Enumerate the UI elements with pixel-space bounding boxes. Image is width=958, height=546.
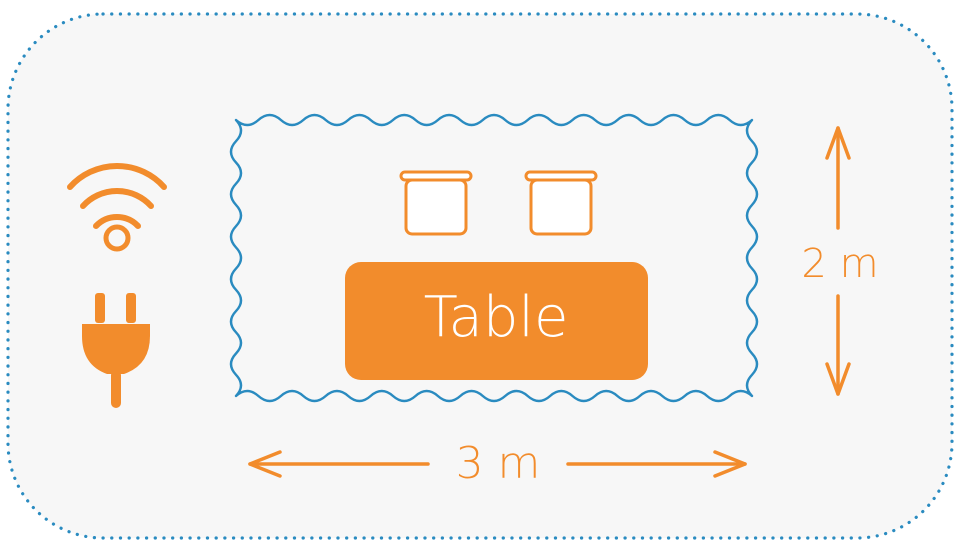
- power-plug-icon: [82, 293, 150, 408]
- chair: [524, 170, 598, 236]
- rug-area-border: [229, 113, 759, 403]
- width-dimension-label: 3 m: [456, 438, 541, 489]
- table-shape: [345, 262, 648, 380]
- height-dimension-label: 2 m: [801, 241, 878, 287]
- height-dimension-arrow: [825, 126, 851, 396]
- width-dimension-arrow: [248, 450, 747, 478]
- table-label: Table: [424, 285, 569, 350]
- wifi-icon: [67, 163, 167, 252]
- chair: [399, 170, 473, 236]
